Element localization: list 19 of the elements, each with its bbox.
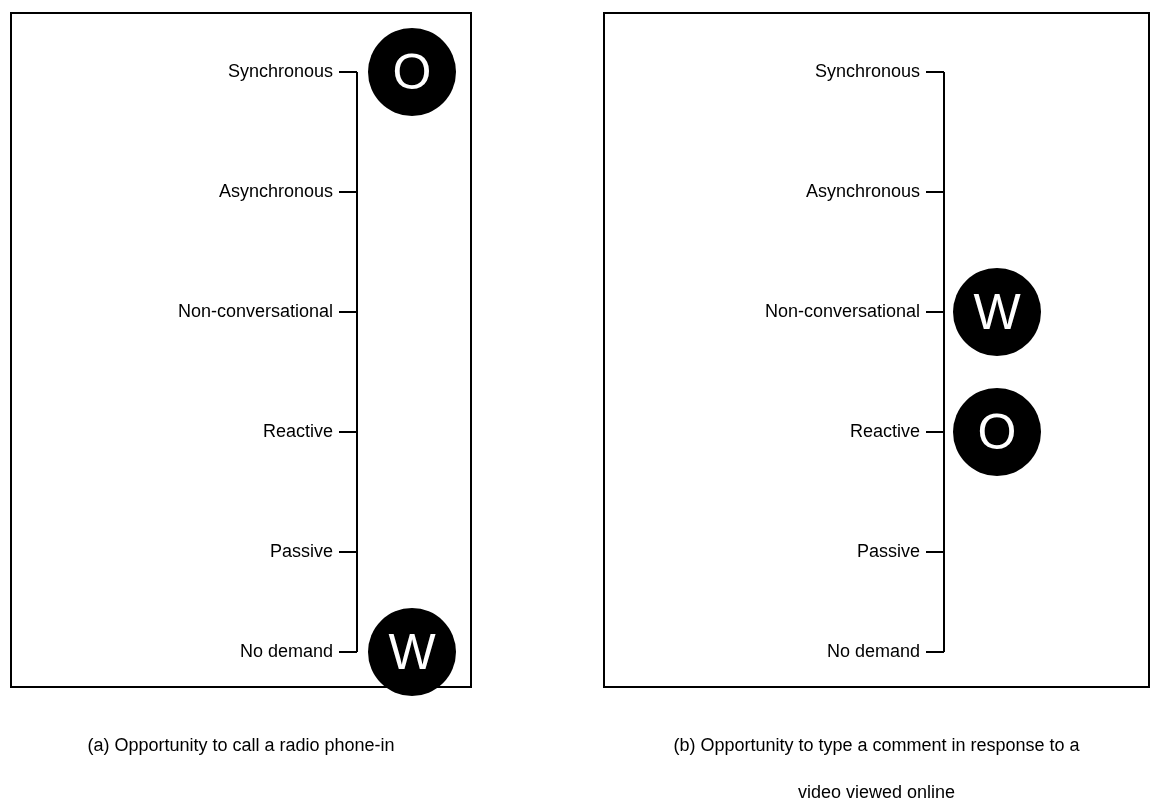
scale-label: Synchronous: [227, 60, 333, 82]
panel-frame: [603, 12, 1150, 688]
scale-label: Reactive: [849, 420, 920, 442]
letter-circle: O: [368, 28, 456, 116]
scale-label: No demand: [239, 640, 333, 662]
panel-caption: (a) Opportunity to call a radio phone-in: [86, 734, 396, 757]
scale-label: Non-conversational: [764, 300, 920, 322]
scale-label: No demand: [826, 640, 920, 662]
scale-label: Asynchronous: [805, 180, 920, 202]
scale-label: Passive: [269, 540, 333, 562]
scale-label: Non-conversational: [177, 300, 333, 322]
scale-label: Asynchronous: [218, 180, 333, 202]
scale-label: Synchronous: [814, 60, 920, 82]
scale-label: Passive: [856, 540, 920, 562]
letter-circle: O: [953, 388, 1041, 476]
letter-circle: W: [368, 608, 456, 696]
letter-circle: W: [953, 268, 1041, 356]
scale-label: Reactive: [262, 420, 333, 442]
panel-caption: (b) Opportunity to type a comment in response to a video viewed online: [672, 734, 1081, 804]
